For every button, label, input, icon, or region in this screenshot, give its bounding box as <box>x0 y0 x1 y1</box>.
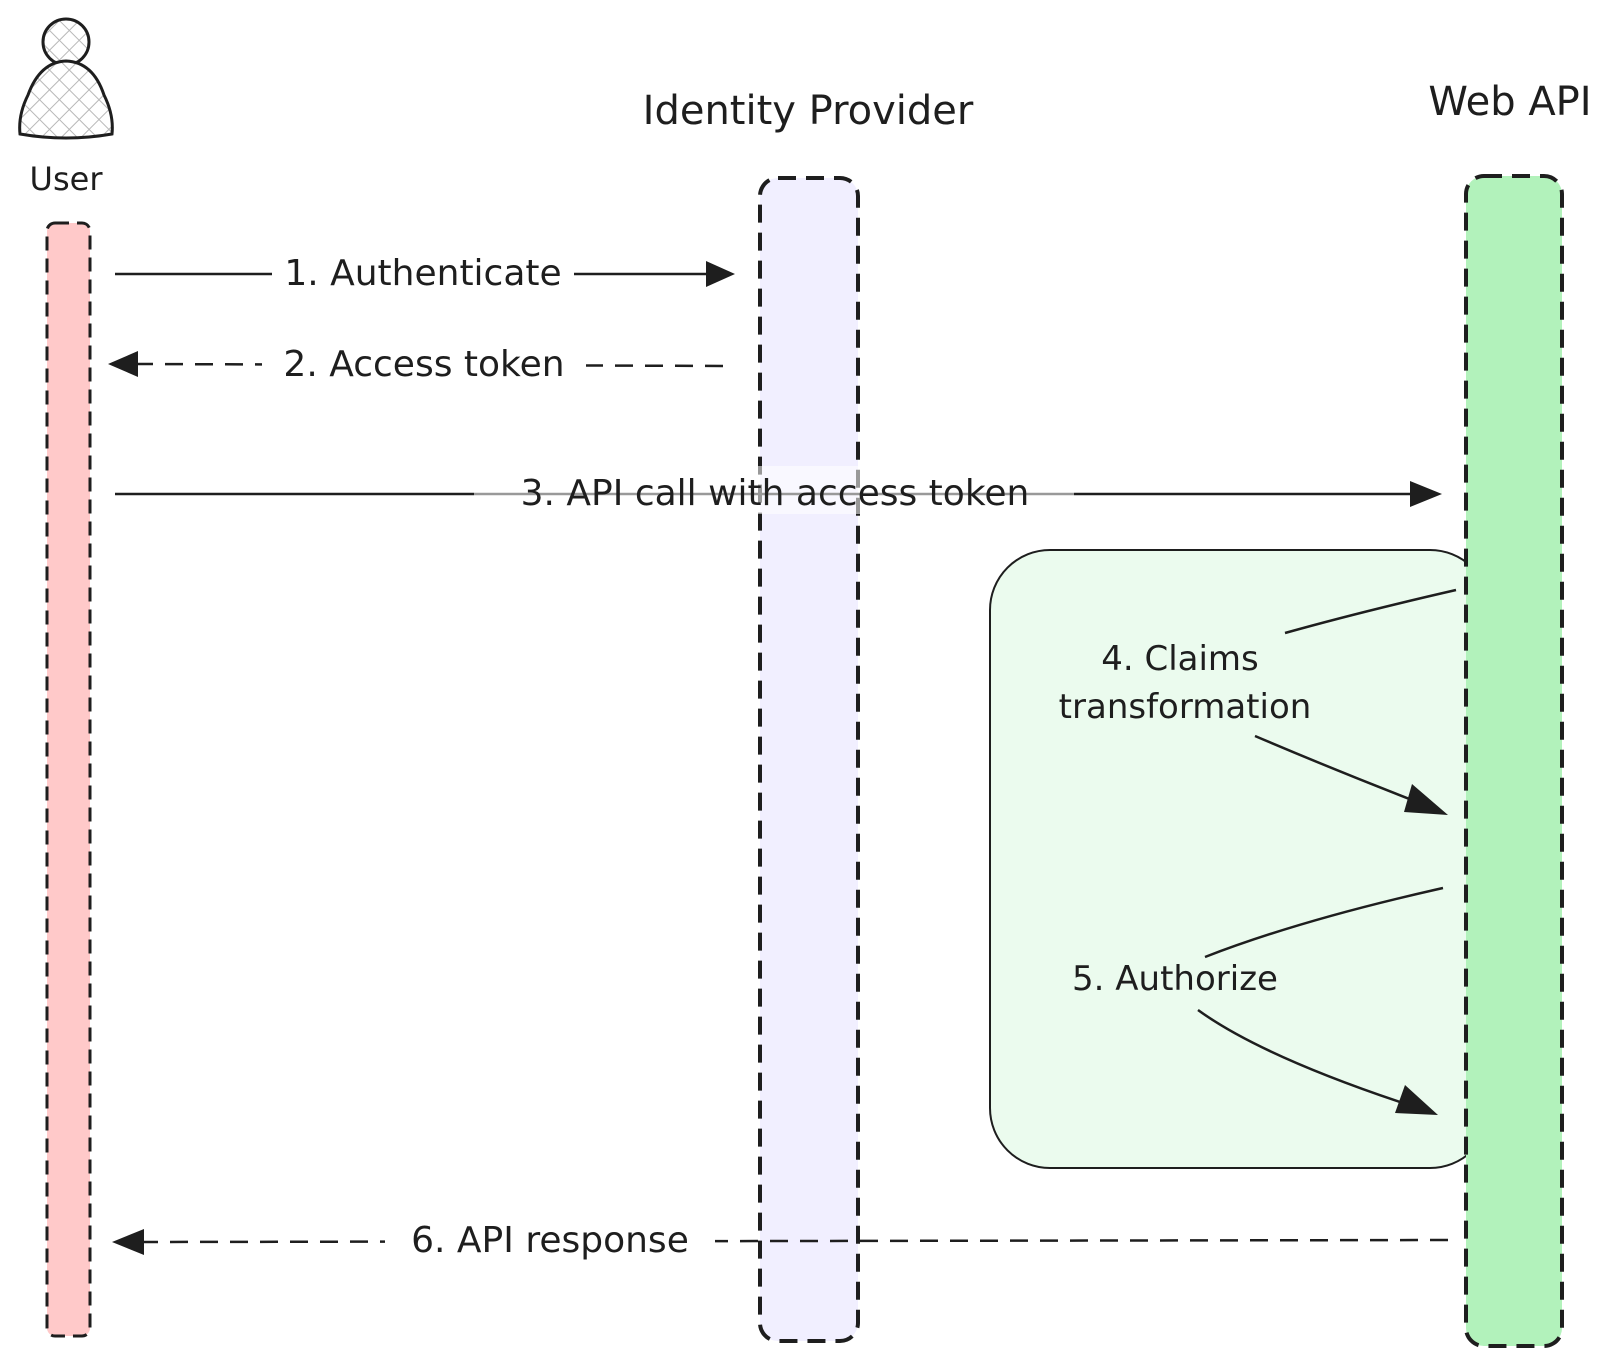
arrowhead-icon <box>706 261 735 287</box>
message-authenticate: 1. Authenticate <box>115 246 735 294</box>
message-api-call: 3. API call with access token <box>115 466 1442 514</box>
self-call-authorize: 5. Authorize <box>1072 886 1444 1115</box>
message-api-response: 6. API response <box>112 1213 1453 1261</box>
message-label: 2. Access token <box>283 344 564 385</box>
self-call-claims-transformation: 4. Claims transformation <box>1059 588 1457 815</box>
message-label: 1. Authenticate <box>284 253 561 294</box>
identity-provider-lifeline <box>758 176 860 1343</box>
arrowhead-icon <box>1410 481 1442 507</box>
arrowhead-icon <box>1404 784 1448 815</box>
arrowhead-icon <box>112 1229 144 1255</box>
message-access-token: 2. Access token <box>108 336 736 385</box>
user-actor-label: User <box>30 160 104 198</box>
web-api-actor-label: Web API <box>1428 79 1591 125</box>
note-label-line1: 4. Claims <box>1101 639 1259 679</box>
message-label: 6. API response <box>411 1220 689 1261</box>
note-label: 5. Authorize <box>1072 959 1278 999</box>
note-label-line2: transformation <box>1059 687 1312 727</box>
message-label: 3. API call with access token <box>521 473 1030 514</box>
arrowhead-icon <box>1395 1085 1438 1115</box>
user-lifeline <box>45 221 92 1338</box>
arrowhead-icon <box>108 351 138 377</box>
identity-provider-actor-label: Identity Provider <box>643 88 974 134</box>
person-icon <box>18 17 114 140</box>
web-api-lifeline <box>1464 174 1564 1348</box>
